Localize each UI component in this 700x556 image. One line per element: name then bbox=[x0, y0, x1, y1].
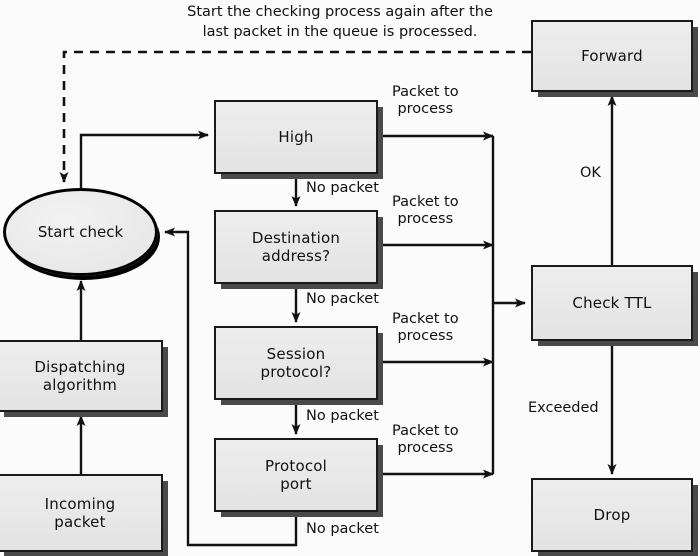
node-incoming-packet[interactable]: Incoming packet bbox=[0, 474, 163, 552]
edge-label-packet-to-process-2: Packet to process bbox=[392, 194, 459, 229]
node-dispatching-algorithm-line-1: Dispatching bbox=[34, 357, 126, 376]
node-destination-address-label: Destination address? bbox=[252, 229, 340, 266]
node-forward-label: Forward bbox=[581, 46, 643, 65]
edge-label-ok: OK bbox=[580, 165, 601, 181]
node-destination-address-line-1: Destination bbox=[251, 228, 341, 247]
node-session-protocol[interactable]: Session protocol? bbox=[214, 326, 378, 400]
node-session-protocol-line-2: protocol? bbox=[260, 363, 332, 381]
edge-label-no-packet-4: No packet bbox=[306, 521, 379, 537]
edge-label-packet-to-process-2-line-1: Packet to bbox=[392, 194, 459, 210]
edge-startcheck-to-high bbox=[79, 130, 209, 190]
node-drop[interactable]: Drop bbox=[531, 478, 693, 552]
node-protocol-port[interactable]: Protocol port bbox=[214, 438, 378, 512]
edge-label-no-packet-1: No packet bbox=[306, 180, 379, 196]
node-incoming-packet-label: Incoming packet bbox=[45, 495, 116, 532]
caption-line-1: Start the checking process again after t… bbox=[187, 4, 493, 20]
edge-label-packet-to-process-2-line-2: process bbox=[397, 211, 454, 228]
node-destination-address[interactable]: Destination address? bbox=[214, 210, 378, 284]
node-protocol-port-line-2: port bbox=[280, 475, 312, 493]
edge-label-packet-to-process-4-line-2: process bbox=[397, 440, 454, 457]
edge-label-packet-to-process-1-line-1: Packet to bbox=[392, 84, 459, 100]
edge-label-packet-to-process-4-line-1: Packet to bbox=[392, 423, 459, 439]
edge-label-no-packet-3: No packet bbox=[306, 408, 379, 424]
node-start-check-label: Start check bbox=[37, 223, 124, 241]
node-session-protocol-label: Session protocol? bbox=[261, 345, 332, 382]
node-dispatching-algorithm[interactable]: Dispatching algorithm bbox=[0, 340, 163, 412]
edge-label-packet-to-process-1-line-2: process bbox=[397, 101, 454, 118]
node-high[interactable]: High bbox=[214, 100, 378, 174]
node-session-protocol-line-1: Session bbox=[266, 344, 326, 363]
edge-label-packet-to-process-3: Packet to process bbox=[392, 311, 459, 346]
node-forward[interactable]: Forward bbox=[531, 20, 693, 92]
node-incoming-packet-line-2: packet bbox=[54, 513, 106, 531]
node-start-check[interactable]: Start check bbox=[3, 188, 158, 276]
node-drop-label: Drop bbox=[593, 505, 631, 524]
edge-label-exceeded: Exceeded bbox=[528, 400, 599, 416]
node-dispatching-algorithm-line-2: algorithm bbox=[42, 376, 118, 394]
edge-label-no-packet-2: No packet bbox=[306, 291, 379, 307]
node-destination-address-line-2: address? bbox=[261, 247, 331, 265]
edge-label-packet-to-process-1: Packet to process bbox=[392, 84, 459, 119]
node-check-ttl[interactable]: Check TTL bbox=[531, 265, 693, 341]
node-protocol-port-line-1: Protocol bbox=[264, 456, 328, 475]
node-dispatching-algorithm-label: Dispatching algorithm bbox=[34, 358, 125, 395]
node-incoming-packet-line-1: Incoming bbox=[44, 494, 116, 513]
edge-label-packet-to-process-4: Packet to process bbox=[392, 423, 459, 458]
node-high-label: High bbox=[278, 127, 314, 146]
edge-protocolport-loopback bbox=[164, 227, 298, 547]
node-check-ttl-label: Check TTL bbox=[572, 293, 652, 312]
caption-line-2: last packet in the queue is processed. bbox=[202, 23, 478, 40]
diagram-caption: Start the checking process again after t… bbox=[160, 3, 520, 42]
edge-forward-restart-dashed bbox=[59, 50, 531, 183]
edge-label-packet-to-process-3-line-2: process bbox=[397, 328, 454, 345]
node-protocol-port-label: Protocol port bbox=[265, 457, 327, 494]
edge-label-packet-to-process-3-line-1: Packet to bbox=[392, 311, 459, 327]
